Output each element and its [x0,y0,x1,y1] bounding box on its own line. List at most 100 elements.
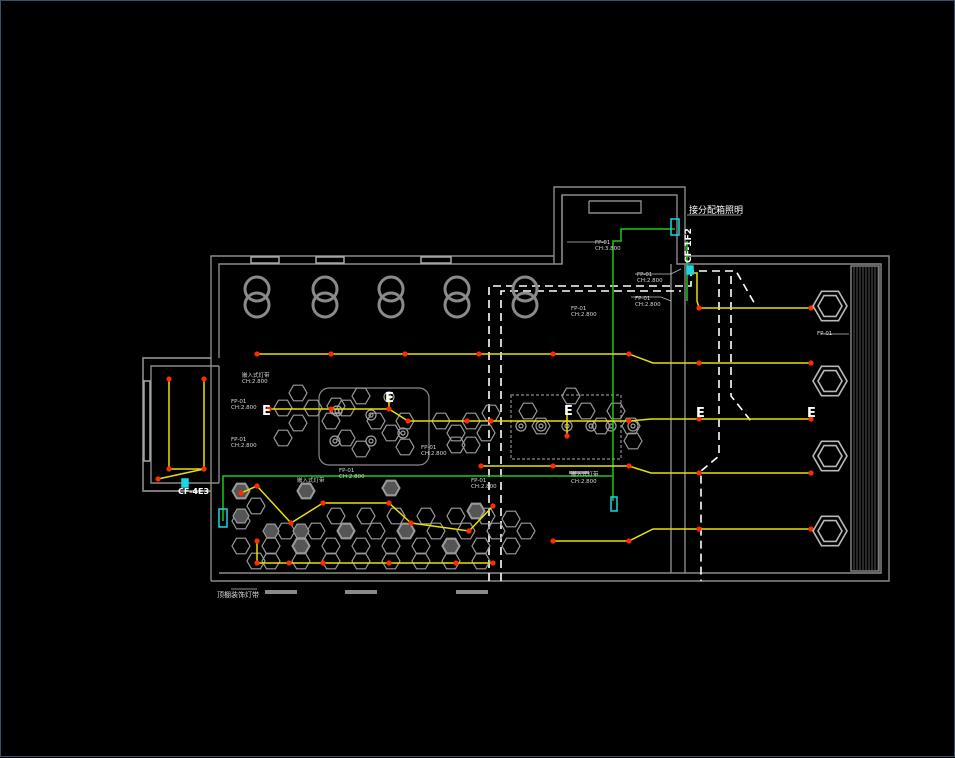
left-note-1: 嵌入式灯带 [242,371,270,379]
light-node [166,466,172,472]
ceiling-dashed [488,270,757,581]
ring-upper [377,275,405,303]
downlight-outer [605,420,617,432]
downlight-outer [365,409,377,421]
hex-textured [442,538,460,554]
downlight-inner [538,423,544,429]
downlights [329,391,639,447]
light-node [254,560,260,566]
hex-tile [288,414,308,432]
hex-tile [246,552,266,570]
light-node [254,538,260,544]
light-node [476,351,482,357]
panel-right-box [670,218,680,236]
hex-tile [261,537,281,555]
wall-note: FP-01 [817,331,832,337]
downlight-outer [515,420,527,432]
circuit-b [168,379,205,470]
hex-tile [321,552,341,570]
light-node [696,305,702,311]
hexagon-tiles [231,384,643,570]
panel-left-label: CF-4E3 [178,487,209,496]
hex-tile [606,402,626,420]
hex-tile [351,537,371,555]
light-node [488,418,494,424]
hex-tile [411,537,431,555]
downlight-outer [397,427,409,439]
hex-tile [471,537,491,555]
light-node [286,560,292,566]
ring-lower [243,291,271,319]
hex-tile [231,537,251,555]
fp-top-sub: CH:3.800 [595,246,621,252]
hex-tile [395,412,415,430]
panel-right-feed [686,265,694,275]
light-node [408,520,414,526]
hex-tile [336,522,356,540]
pendant-hex-outer [812,440,848,472]
fp-right-upper-sub: CH:2.800 [637,278,663,284]
dashed-route-1 [488,270,757,581]
light-node [490,560,496,566]
left-note-2-sub: CH:2.800 [231,405,257,411]
light-node [386,406,392,412]
e-mark-4: E [696,406,705,421]
hex-textured [397,523,415,539]
circuit-e [481,465,811,474]
light-node [808,360,814,366]
distribution-panels [181,218,694,528]
bottom-left-note: 顶棚装饰灯带 [217,590,259,599]
ring-lower [311,291,339,319]
hex-tile [531,417,551,435]
fp-top: FP-01 [595,240,610,246]
pendant-hexagons [812,290,848,547]
lower-note-2: 嵌入式灯带 [297,476,325,484]
hex-tile [306,522,326,540]
hex-tile [411,552,431,570]
distribution-note: 接分配箱照明 [689,204,743,216]
ring-lower [377,291,405,319]
downlight-inner [400,430,406,436]
hex-textured [262,523,280,539]
green-note: 嵌入式灯带 [571,470,599,478]
outer-wall-a [210,186,890,582]
light-node [453,560,459,566]
light-node [155,476,161,482]
light-node [626,463,632,469]
panel-left-box [218,508,228,528]
hex-tile [381,479,401,497]
hex-tile [576,402,596,420]
hex-tile [456,522,476,540]
light-node [696,526,702,532]
downlight-inner [518,423,524,429]
hex-tile [321,537,341,555]
hex-tile [623,432,643,450]
left-note-3-sub: CH:2.800 [231,443,257,449]
circuit-d [491,418,811,422]
hex-tile [561,387,581,405]
light-node [328,351,334,357]
e-mark-5: E [807,406,816,421]
stair-hatch [853,267,879,570]
pendant-hex-inner [817,519,843,543]
hex-tile [303,399,323,417]
fp-right-lower-sub: CH:2.800 [635,302,661,308]
lower-note-1-sub: CH:2.800 [339,474,365,480]
green-line-2 [222,475,613,521]
light-node [550,351,556,357]
downlight-inner [368,438,374,444]
light-node [808,470,814,476]
hex-tile [476,424,496,442]
downlight-outer [365,435,377,447]
window-top-1 [250,256,280,264]
hex-tile [381,424,401,442]
fp-right-lower: FP-01 [635,296,650,302]
hex-textured [232,508,250,524]
ring-upper [243,275,271,303]
light-node [254,483,260,489]
ring-upper [443,275,471,303]
hex-textured [292,523,310,539]
light-node [626,351,632,357]
ground-circuit [222,228,688,521]
